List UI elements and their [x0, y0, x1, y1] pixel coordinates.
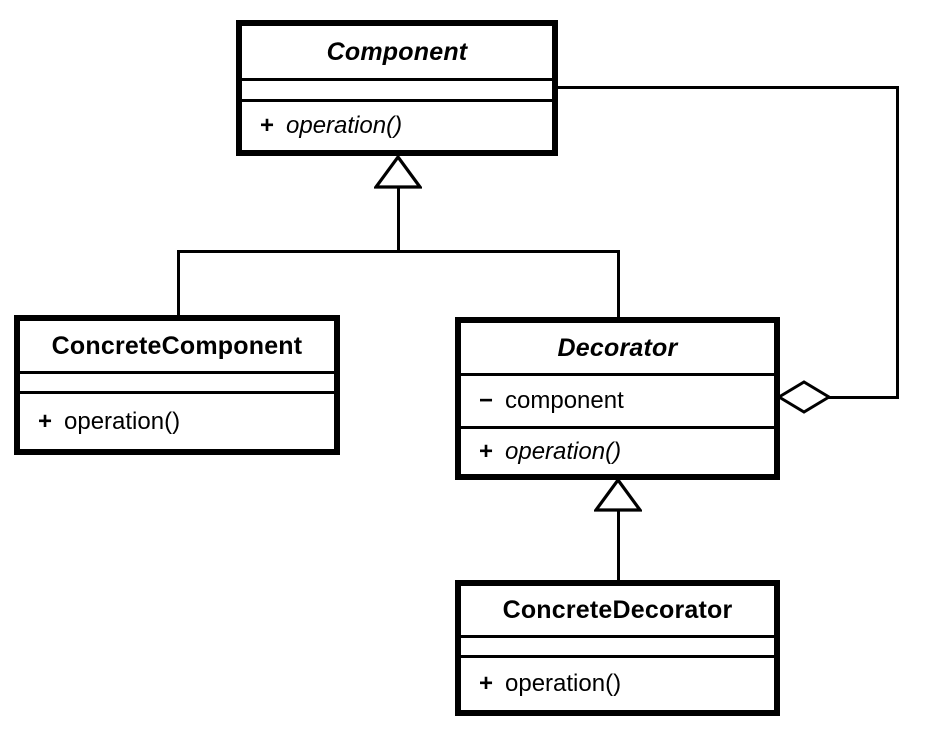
class-box-component[interactable]: Component + operation()	[236, 20, 558, 156]
class-name-compartment-component: Component	[242, 26, 552, 81]
attributes-compartment-decorator: − component	[461, 376, 774, 429]
generalization-stem-concrete-decorator	[617, 508, 620, 582]
operation-label: operation()	[286, 112, 403, 139]
operations-compartment-concrete-decorator: + operation()	[461, 658, 774, 710]
class-name-component: Component	[326, 37, 468, 66]
operation-row: + operation()	[479, 438, 621, 466]
generalization-branch-bar	[177, 250, 620, 253]
aggregation-segment-horizontal-top	[556, 86, 899, 89]
class-box-concrete-decorator[interactable]: ConcreteDecorator + operation()	[455, 580, 780, 716]
operations-compartment-component: + operation()	[242, 102, 552, 150]
attributes-compartment-concrete-component	[20, 374, 334, 394]
operation-label: operation()	[505, 670, 622, 697]
class-name-compartment-concrete-decorator: ConcreteDecorator	[461, 586, 774, 638]
aggregation-segment-horizontal-bottom	[795, 396, 899, 399]
class-name-compartment-decorator: Decorator	[461, 323, 774, 376]
operation-row: + operation()	[260, 112, 402, 140]
attribute-label: component	[505, 387, 624, 414]
attributes-compartment-concrete-decorator	[461, 638, 774, 658]
operation-row: + operation()	[479, 670, 621, 698]
generalization-stem-component	[397, 185, 400, 252]
class-name-concrete-decorator: ConcreteDecorator	[502, 596, 733, 624]
aggregation-segment-vertical	[896, 86, 899, 399]
class-box-decorator[interactable]: Decorator − component + operation()	[455, 317, 780, 480]
attributes-compartment-component	[242, 81, 552, 102]
visibility-marker: −	[479, 387, 494, 414]
class-box-concrete-component[interactable]: ConcreteComponent + operation()	[14, 315, 340, 455]
class-name-compartment-concrete-component: ConcreteComponent	[20, 321, 334, 374]
aggregation-diamond	[777, 378, 831, 416]
operations-compartment-concrete-component: + operation()	[20, 394, 334, 449]
operation-label: operation()	[505, 437, 622, 465]
operation-row: + operation()	[38, 408, 180, 436]
attribute-row: − component	[479, 387, 624, 415]
operations-compartment-decorator: + operation()	[461, 429, 774, 474]
visibility-marker: +	[38, 407, 53, 435]
operation-label: operation()	[64, 407, 181, 435]
class-name-decorator: Decorator	[557, 333, 678, 362]
visibility-marker: +	[260, 112, 275, 139]
class-name-concrete-component: ConcreteComponent	[51, 331, 303, 360]
generalization-drop-concrete-component	[177, 250, 180, 317]
generalization-drop-decorator	[617, 250, 620, 319]
visibility-marker: +	[479, 670, 494, 697]
visibility-marker: +	[479, 437, 494, 465]
